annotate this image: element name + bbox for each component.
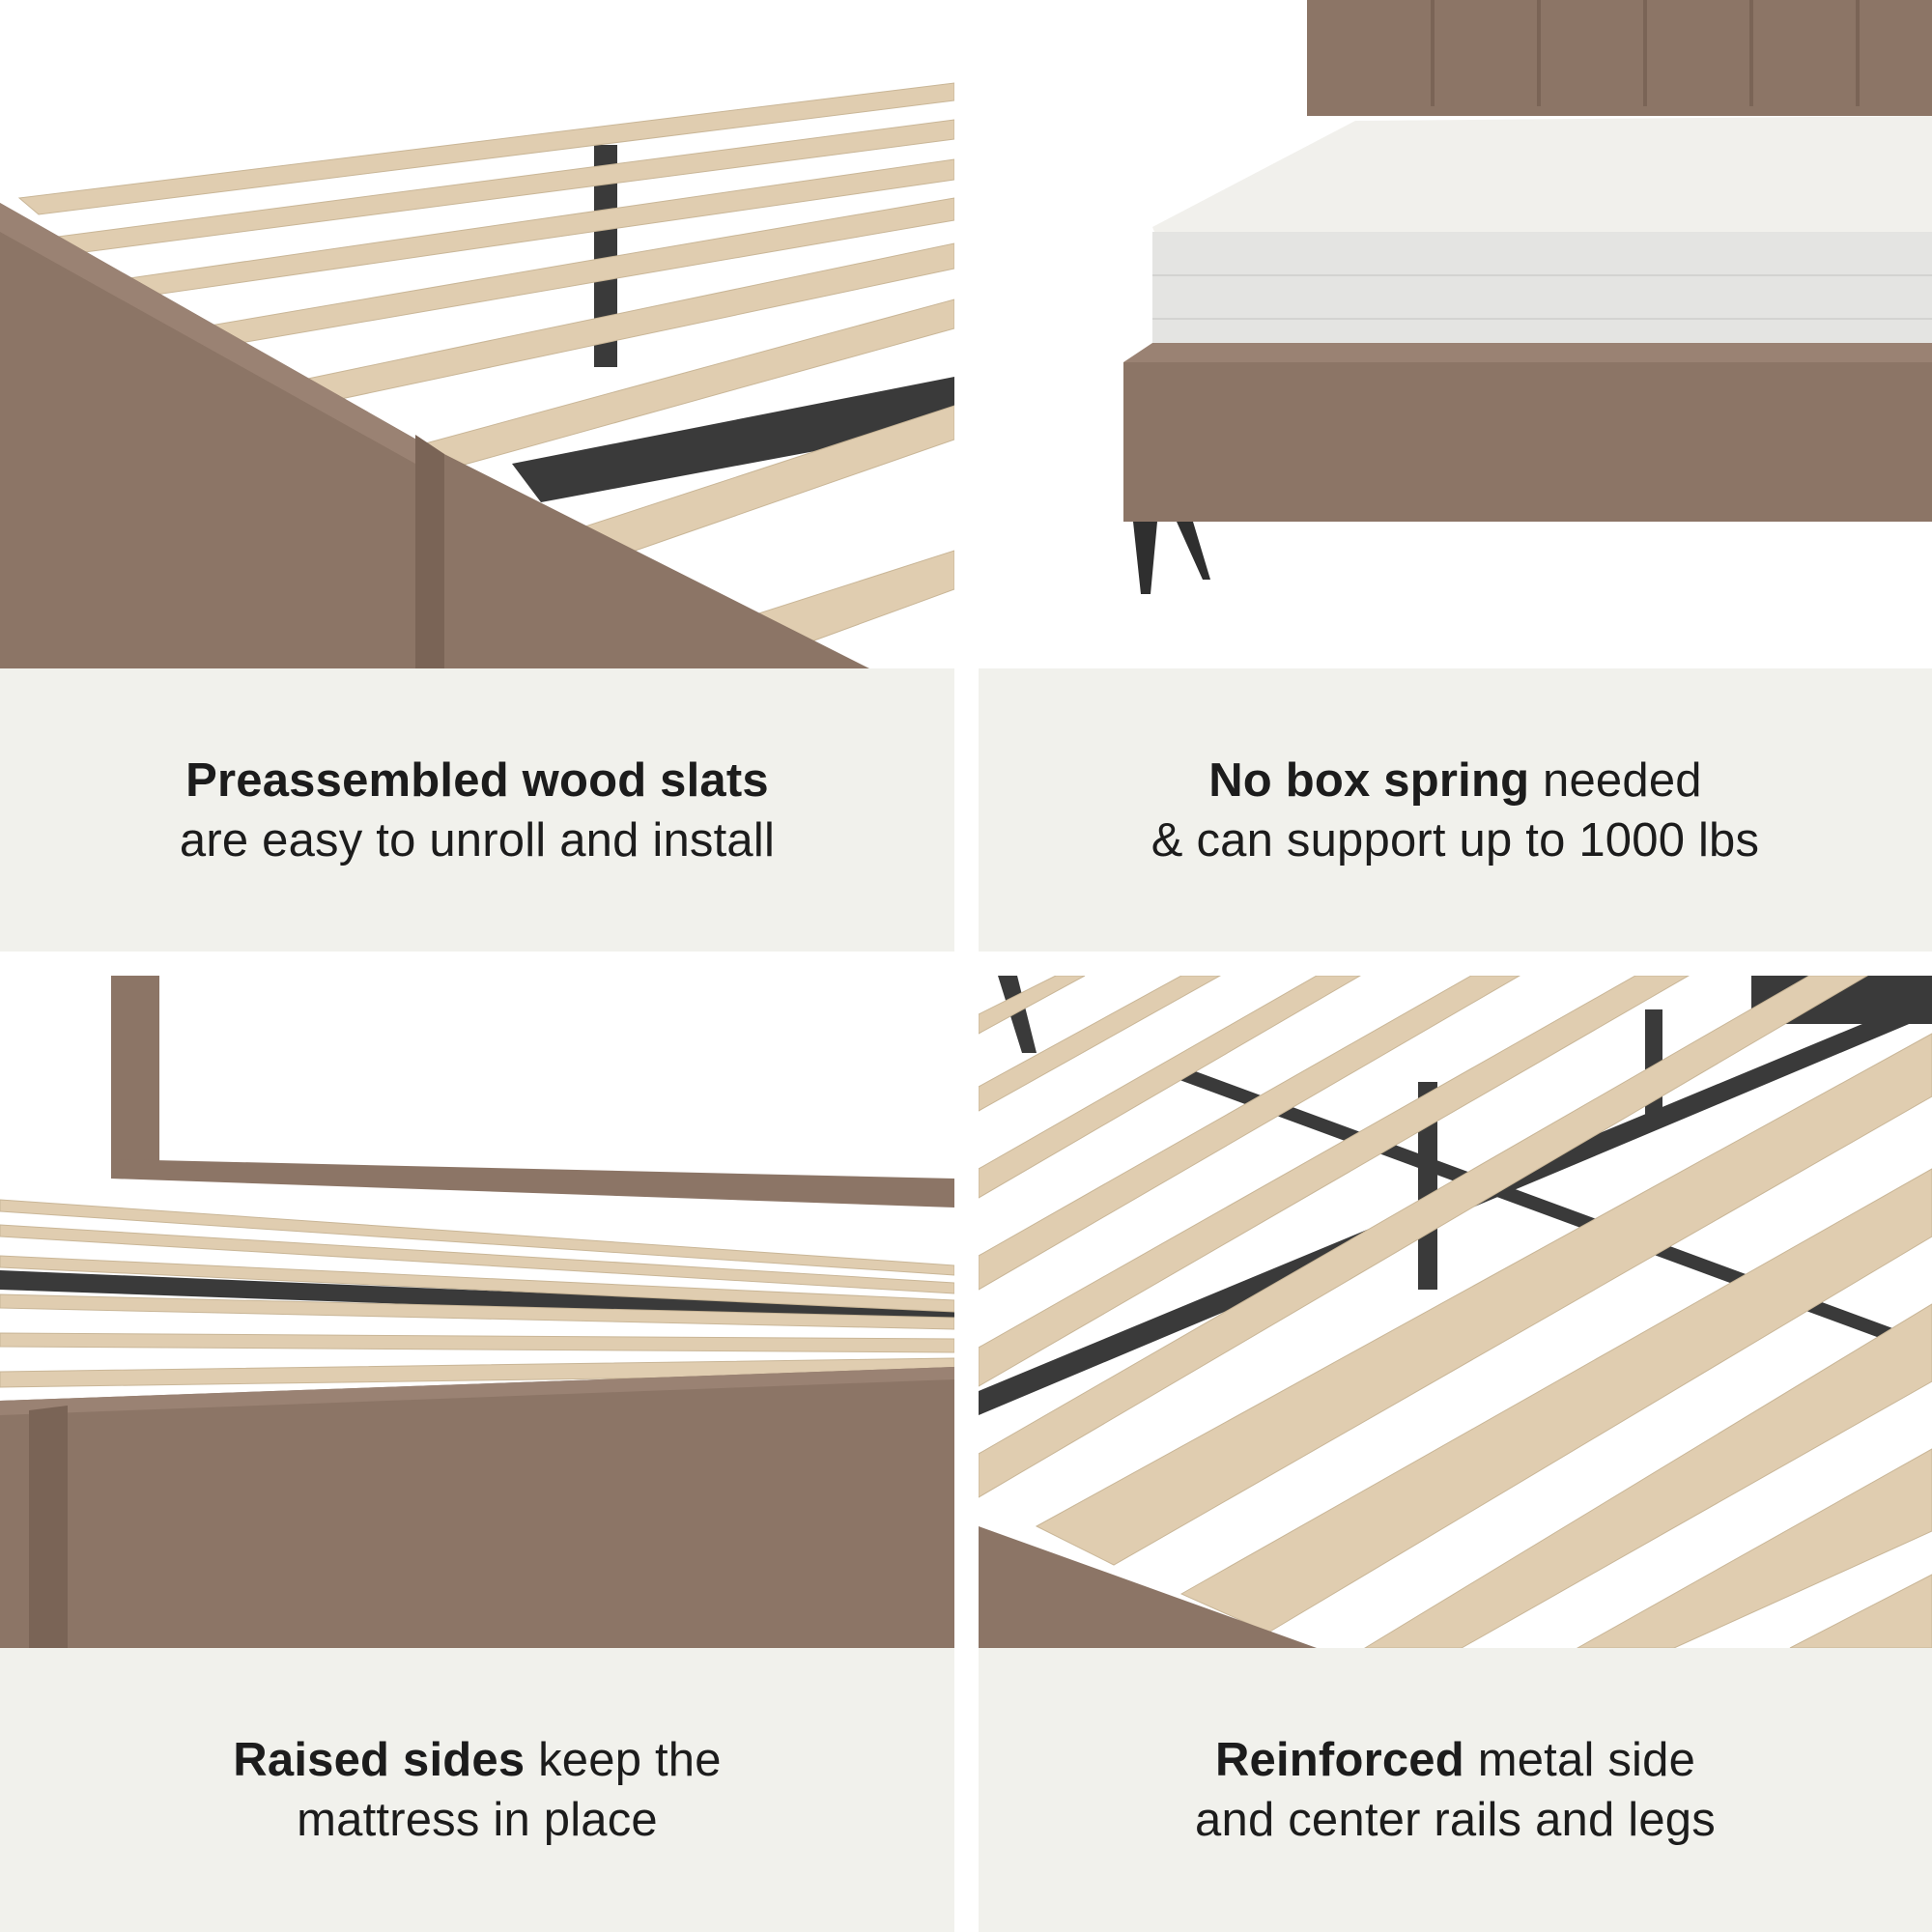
feature-tile-no-box-spring: No box spring needed & can support up to… [979,0,1932,952]
caption-raised-sides: Raised sides keep the mattress in place [0,1648,954,1932]
caption-bold: No box spring [1208,753,1530,807]
caption-body: needed [1529,753,1702,807]
caption-body: keep the [525,1734,722,1786]
caption-wood-slats: Preassembled wood slats are easy to unro… [0,668,954,952]
bed-with-mattress-image [979,0,1932,668]
caption-body-2: and center rails and legs [1195,1794,1716,1846]
caption-no-box-spring: No box spring needed & can support up to… [979,668,1932,952]
feature-tile-wood-slats: Preassembled wood slats are easy to unro… [0,0,954,952]
caption-body: are easy to unroll and install [179,813,776,867]
caption-bold: Preassembled wood slats [185,753,769,807]
raised-sides-image [0,976,954,1648]
caption-bold: Reinforced [1214,1734,1464,1786]
caption-body-2: & can support up to 1000 lbs [1151,813,1760,867]
caption-body-2: mattress in place [297,1794,658,1846]
feature-tile-raised-sides: Raised sides keep the mattress in place [0,976,954,1932]
feature-tile-reinforced-rails: Reinforced metal side and center rails a… [979,976,1932,1932]
metal-rails-image [979,976,1932,1648]
caption-reinforced-rails: Reinforced metal side and center rails a… [979,1648,1932,1932]
bed-slats-closeup-image [0,0,954,668]
caption-body: metal side [1463,1734,1696,1786]
caption-bold: Raised sides [233,1734,526,1786]
